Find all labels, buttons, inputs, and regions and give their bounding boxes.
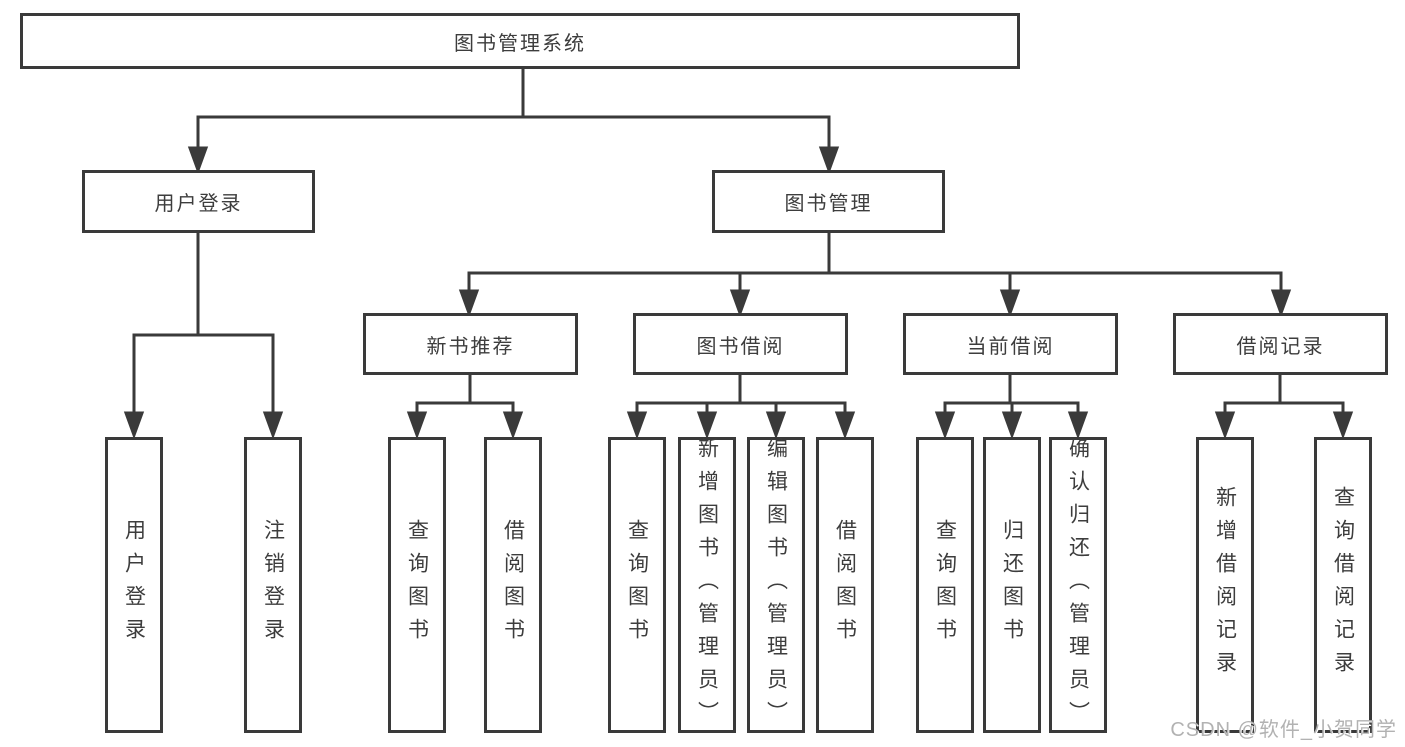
leaf-return-book: 归还图书: [983, 437, 1041, 733]
leaf-borrow-book-1: 借阅图书: [484, 437, 542, 733]
leaf-add-borrow-record-label: 新增借阅记录: [1213, 486, 1237, 684]
leaf-borrow-book-1-label: 借阅图书: [501, 519, 525, 651]
leaf-query-book-2: 查询图书: [608, 437, 666, 733]
leaf-edit-book-admin-label: 编辑图书（管理员）: [764, 436, 788, 734]
node-root-label: 图书管理系统: [454, 32, 586, 55]
leaf-query-borrow-record-label: 查询借阅记录: [1331, 486, 1355, 684]
leaf-add-book-admin-label: 新增图书（管理员）: [695, 436, 719, 734]
leaf-confirm-return-admin-label: 确认归还（管理员）: [1066, 436, 1090, 734]
leaf-logout: 注销登录: [244, 437, 302, 733]
leaf-query-book-2-label: 查询图书: [625, 519, 649, 651]
leaf-return-book-label: 归还图书: [1000, 519, 1024, 651]
leaf-edit-book-admin: 编辑图书（管理员）: [747, 436, 805, 734]
node-book-borrow: 图书借阅: [633, 313, 848, 375]
node-book-management-label: 图书管理: [784, 193, 873, 215]
leaf-query-book-1: 查询图书: [388, 437, 446, 733]
node-new-book-recommend: 新书推荐: [363, 313, 578, 375]
node-root: 图书管理系统: [20, 13, 1020, 69]
leaf-query-book-1-label: 查询图书: [405, 519, 429, 651]
leaf-user-login: 用户登录: [105, 437, 163, 733]
leaf-borrow-book-2-label: 借阅图书: [833, 519, 857, 651]
leaf-confirm-return-admin: 确认归还（管理员）: [1049, 436, 1107, 734]
leaf-user-login-label: 用户登录: [122, 519, 146, 651]
node-current-borrow-label: 当前借阅: [966, 335, 1055, 358]
csdn-watermark: CSDN @软件_小贺同学: [1170, 719, 1397, 741]
leaf-add-borrow-record: 新增借阅记录: [1196, 437, 1254, 733]
node-user-login: 用户登录: [82, 170, 315, 233]
leaf-query-borrow-record: 查询借阅记录: [1314, 437, 1372, 733]
leaf-borrow-book-2: 借阅图书: [816, 437, 874, 733]
node-current-borrow: 当前借阅: [903, 313, 1118, 375]
leaf-query-book-3: 查询图书: [916, 437, 974, 733]
node-new-book-recommend-label: 新书推荐: [426, 335, 515, 358]
node-borrow-record-label: 借阅记录: [1236, 335, 1325, 358]
node-book-management: 图书管理: [712, 170, 945, 233]
node-book-borrow-label: 图书借阅: [696, 335, 785, 358]
node-user-login-label: 用户登录: [154, 193, 243, 215]
leaf-logout-label: 注销登录: [261, 519, 285, 651]
node-borrow-record: 借阅记录: [1173, 313, 1388, 375]
leaf-add-book-admin: 新增图书（管理员）: [678, 436, 736, 734]
leaf-query-book-3-label: 查询图书: [933, 519, 957, 651]
